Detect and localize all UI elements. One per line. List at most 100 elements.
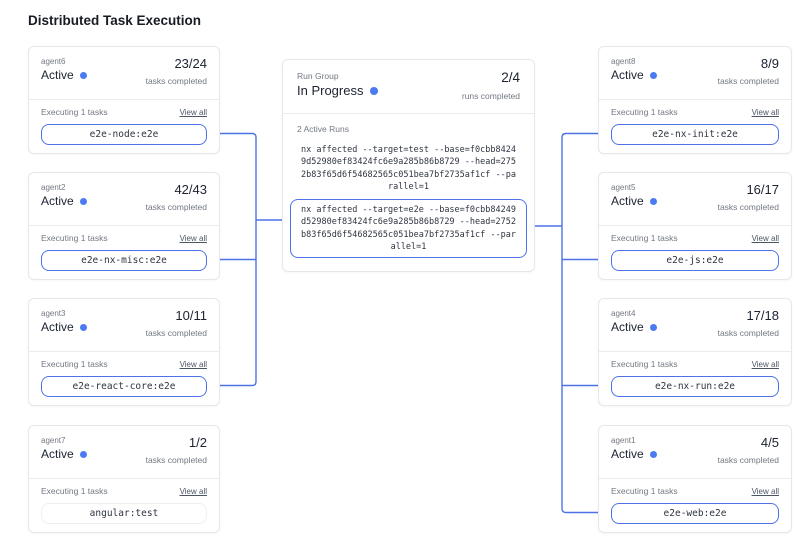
agent-name: agent7 <box>41 436 66 445</box>
executing-label: Executing 1 tasks <box>611 107 678 117</box>
executing-label: Executing 1 tasks <box>611 359 678 369</box>
page-title: Distributed Task Execution <box>28 13 202 28</box>
executing-row: Executing 1 tasks View all <box>611 359 779 369</box>
view-all-link[interactable]: View all <box>179 487 207 496</box>
agent-status-label: Active <box>611 194 644 208</box>
agent-status-label: Active <box>41 320 74 334</box>
agent-card-agent4: agent4 Active 17/18 tasks completed Exec… <box>598 298 792 406</box>
executing-label: Executing 1 tasks <box>41 107 108 117</box>
tasks-caption: tasks completed <box>717 76 779 86</box>
card-divider <box>29 478 219 479</box>
executing-row: Executing 1 tasks View all <box>611 486 779 496</box>
executing-label: Executing 1 tasks <box>611 233 678 243</box>
run-group-status: In Progress <box>297 83 379 98</box>
active-runs-label: 2 Active Runs <box>297 124 349 134</box>
run-command[interactable]: nx affected --target=test --base=f0cbb84… <box>301 145 516 193</box>
view-all-link[interactable]: View all <box>751 487 779 496</box>
active-status-dot-icon <box>79 323 87 331</box>
active-status-dot-icon <box>79 197 87 205</box>
agent-status-label: Active <box>611 447 644 461</box>
tasks-fraction: 23/24 <box>174 56 207 71</box>
tasks-caption: tasks completed <box>145 76 207 86</box>
tasks-caption: tasks completed <box>717 202 779 212</box>
agent-card-agent6: agent6 Active 23/24 tasks completed Exec… <box>28 46 220 154</box>
card-divider <box>29 225 219 226</box>
tasks-caption: tasks completed <box>145 328 207 338</box>
card-divider <box>599 478 791 479</box>
executing-row: Executing 1 tasks View all <box>41 233 207 243</box>
run-command-text: nx affected --target=e2e --base=f0cbb842… <box>301 204 516 252</box>
view-all-link[interactable]: View all <box>751 108 779 117</box>
task-pill[interactable]: e2e-nx-misc:e2e <box>41 250 207 271</box>
active-status-dot-icon <box>79 450 87 458</box>
agent-card-agent8: agent8 Active 8/9 tasks completed Execut… <box>598 46 792 154</box>
task-pill[interactable]: e2e-node:e2e <box>41 124 207 145</box>
agent-status: Active <box>611 447 657 461</box>
run-group-status-label: In Progress <box>297 83 364 98</box>
agent-status-label: Active <box>41 194 74 208</box>
agent-status-label: Active <box>611 68 644 82</box>
panel-divider <box>283 113 534 114</box>
tasks-caption: tasks completed <box>145 455 207 465</box>
agent-name: agent1 <box>611 436 636 445</box>
task-pill[interactable]: e2e-js:e2e <box>611 250 779 271</box>
card-divider <box>599 225 791 226</box>
executing-row: Executing 1 tasks View all <box>41 486 207 496</box>
executing-label: Executing 1 tasks <box>41 359 108 369</box>
run-group-panel: Run Group In Progress 2/4 runs completed… <box>282 59 535 272</box>
agent-status-label: Active <box>611 320 644 334</box>
active-status-dot-icon <box>649 71 657 79</box>
card-divider <box>29 351 219 352</box>
active-status-dot-icon <box>649 450 657 458</box>
view-all-link[interactable]: View all <box>179 360 207 369</box>
agent-name: agent6 <box>41 57 66 66</box>
agent-card-agent7: agent7 Active 1/2 tasks completed Execut… <box>28 425 220 533</box>
in-progress-status-dot-icon <box>370 86 379 95</box>
tasks-fraction: 42/43 <box>174 182 207 197</box>
agent-status: Active <box>611 68 657 82</box>
tasks-caption: tasks completed <box>717 328 779 338</box>
card-divider <box>599 351 791 352</box>
active-status-dot-icon <box>649 197 657 205</box>
agent-card-agent3: agent3 Active 10/11 tasks completed Exec… <box>28 298 220 406</box>
agent-name: agent4 <box>611 309 636 318</box>
run-command-highlighted[interactable]: nx affected --target=e2e --base=f0cbb842… <box>290 199 527 258</box>
agent-status-label: Active <box>41 447 74 461</box>
executing-label: Executing 1 tasks <box>41 486 108 496</box>
agent-name: agent5 <box>611 183 636 192</box>
agent-name: agent2 <box>41 183 66 192</box>
runs-caption: runs completed <box>461 91 520 101</box>
active-status-dot-icon <box>79 71 87 79</box>
tasks-fraction: 8/9 <box>760 56 779 71</box>
view-all-link[interactable]: View all <box>179 234 207 243</box>
agent-status: Active <box>41 194 87 208</box>
task-pill[interactable]: angular:test <box>41 503 207 524</box>
agent-status: Active <box>41 320 87 334</box>
run-group-label: Run Group <box>297 71 339 81</box>
executing-row: Executing 1 tasks View all <box>41 359 207 369</box>
view-all-link[interactable]: View all <box>751 234 779 243</box>
executing-row: Executing 1 tasks View all <box>41 107 207 117</box>
task-pill[interactable]: e2e-nx-run:e2e <box>611 376 779 397</box>
tasks-fraction: 4/5 <box>760 435 779 450</box>
agent-status: Active <box>611 194 657 208</box>
tasks-fraction: 16/17 <box>746 182 779 197</box>
card-divider <box>599 99 791 100</box>
tasks-caption: tasks completed <box>717 455 779 465</box>
agent-name: agent3 <box>41 309 66 318</box>
view-all-link[interactable]: View all <box>179 108 207 117</box>
runs-fraction: 2/4 <box>501 70 520 85</box>
task-pill[interactable]: e2e-nx-init:e2e <box>611 124 779 145</box>
executing-row: Executing 1 tasks View all <box>611 233 779 243</box>
agent-name: agent8 <box>611 57 636 66</box>
executing-label: Executing 1 tasks <box>611 486 678 496</box>
card-divider <box>29 99 219 100</box>
view-all-link[interactable]: View all <box>751 360 779 369</box>
agent-status: Active <box>611 320 657 334</box>
executing-label: Executing 1 tasks <box>41 233 108 243</box>
tasks-caption: tasks completed <box>145 202 207 212</box>
task-pill[interactable]: e2e-react-core:e2e <box>41 376 207 397</box>
task-pill[interactable]: e2e-web:e2e <box>611 503 779 524</box>
tasks-fraction: 10/11 <box>175 308 207 323</box>
